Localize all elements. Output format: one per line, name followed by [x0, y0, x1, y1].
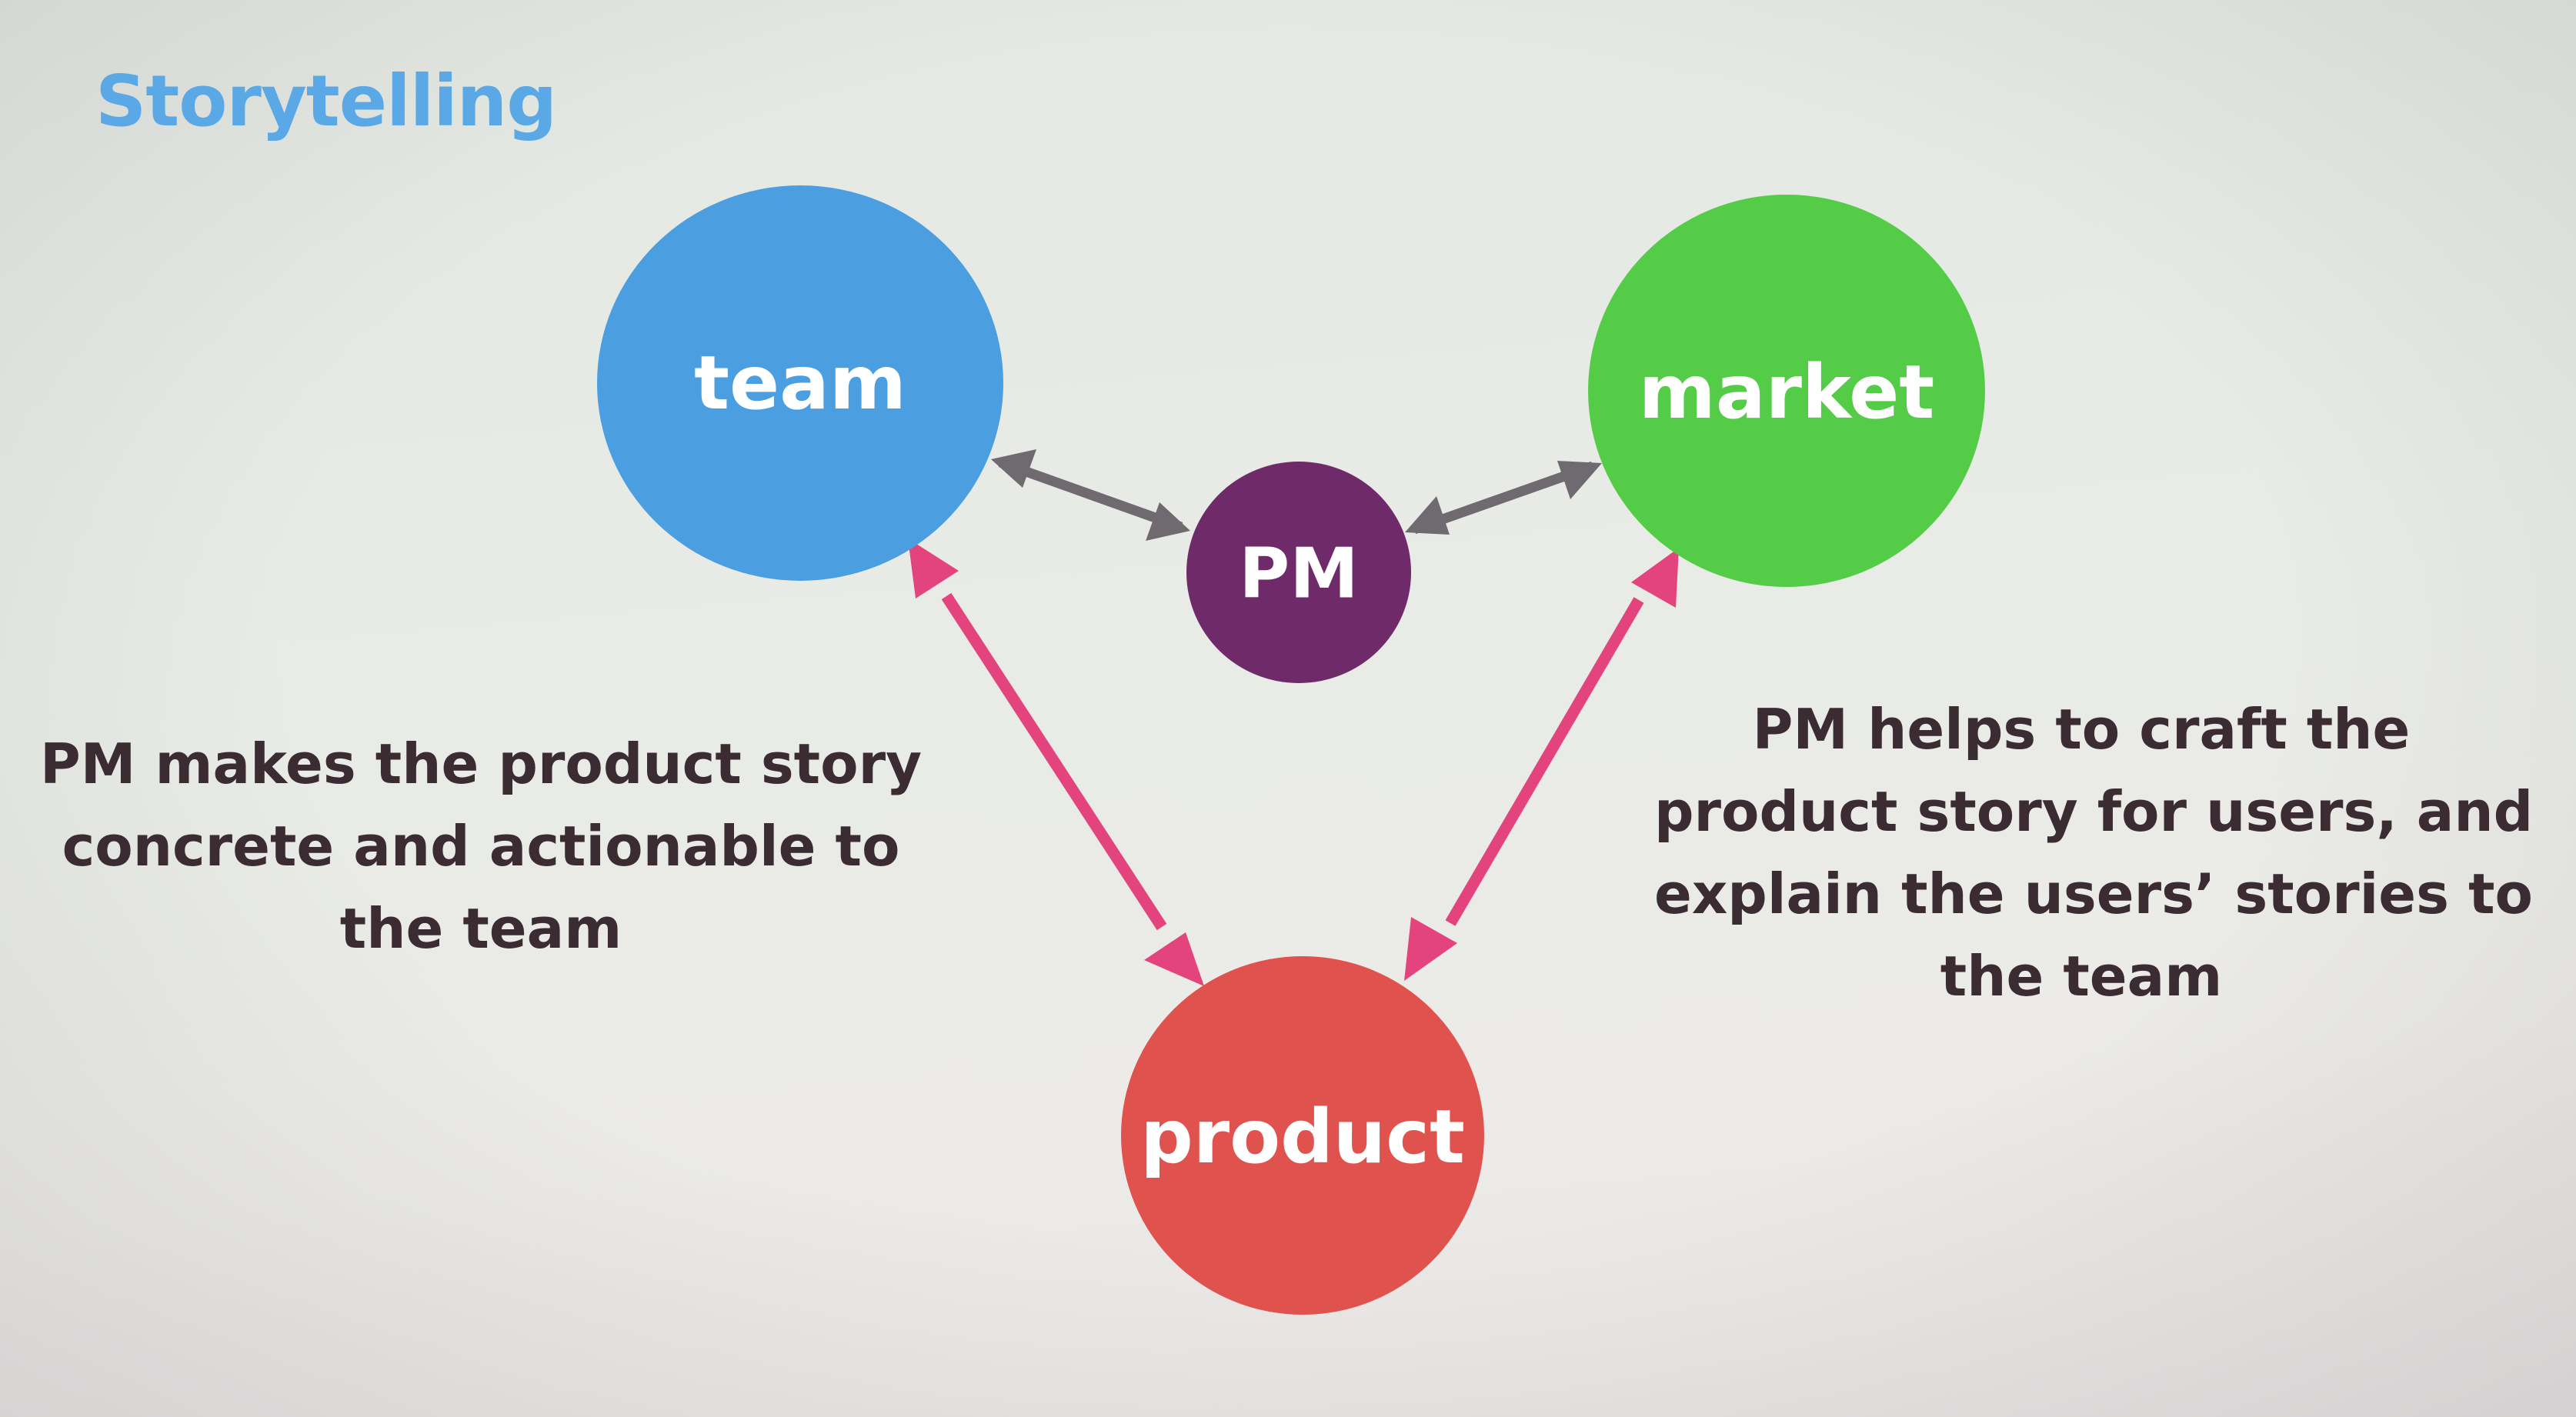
arrowhead-pm-right-end — [1405, 496, 1450, 535]
node-pm: PM — [1186, 462, 1411, 683]
product-circle — [1121, 956, 1484, 1315]
caption-right: PM helps to craft the product story for … — [1654, 688, 2534, 1018]
arrowhead-team-side — [908, 538, 959, 598]
pm-circle — [1186, 462, 1411, 683]
product-arrows — [908, 538, 1679, 986]
market-label: market — [1639, 349, 1934, 435]
caption-left: PM makes the product story concrete and … — [23, 723, 939, 970]
product-label: product — [1140, 1094, 1465, 1180]
arrow-market-product — [1445, 597, 1644, 926]
node-team: team — [597, 185, 1003, 581]
arrow-team-pm — [998, 457, 1183, 532]
market-circle — [1588, 195, 1985, 587]
caption-left-line: PM makes the product story — [39, 732, 923, 796]
caption-right-line: product story for users, and — [1654, 779, 2534, 844]
arrowhead-market-end — [1557, 461, 1602, 499]
node-product: product — [1121, 956, 1484, 1315]
arrowhead-product-left — [1144, 932, 1204, 986]
caption-right-line: explain the users’ stories to — [1654, 862, 2533, 926]
arrowhead-team-end — [991, 449, 1036, 488]
pm-label: PM — [1239, 534, 1359, 615]
node-market: market — [1588, 195, 1985, 587]
team-circle — [597, 185, 1003, 581]
caption-left-line: the team — [339, 896, 622, 961]
team-label: team — [694, 340, 906, 426]
arrowhead-market-side — [1631, 548, 1679, 608]
caption-right-line: PM helps to craft the — [1752, 697, 2411, 762]
pm-arrows — [991, 449, 1602, 541]
caption-left-line: concrete and actionable to — [62, 814, 900, 879]
arrow-team-product — [941, 592, 1167, 931]
arrowhead-pm-left-end — [1146, 502, 1190, 541]
arrowhead-product-right — [1404, 917, 1457, 981]
slide-title: Storytelling — [95, 60, 557, 142]
caption-right-line: the team — [1940, 944, 2223, 1009]
